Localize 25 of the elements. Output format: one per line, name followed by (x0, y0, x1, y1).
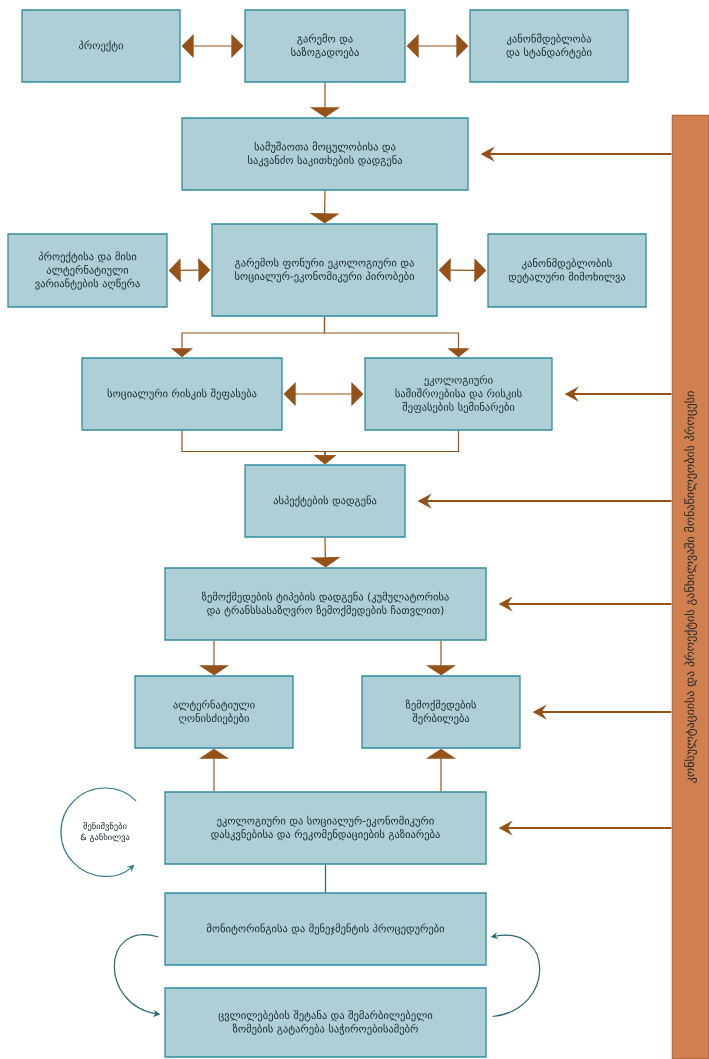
process-box: ზემოქმედების ტიპების დადგენა (კუმულატორისა და ტრანსსასაზღვრო ზემოქმედების ჩათვლით) (164, 567, 487, 641)
process-box: გარემოს ფონური ეკოლოგიური და სოციალურ-ეკონომიკური პირობები (211, 223, 438, 317)
arrow (323, 316, 470, 358)
process-box: კანონმდებლობის დეტალური მიმოხილვა (487, 233, 647, 308)
process-box: ასპექტების დადგენა (244, 464, 406, 538)
process-box: სამუშაოთა მოცულობისა და საკვანძო საკითხების დადგენა (181, 117, 469, 191)
process-bar: კონსულტაციისა და პროექტის განხილვაში მონაწილეობის პროცესი (671, 114, 709, 1059)
process-box: გარემო და საზოგადოება (244, 9, 406, 83)
process-box: სოციალური რისკის შეფასება (81, 357, 283, 431)
connector-line (324, 864, 327, 893)
process-box: ეკოლოგიური და სოციალურ-ეკონომიკური დასკვნებისა და რეკომენდაციების გაზიარება (164, 791, 487, 865)
process-box: პროექტისა და მისი ალტერნატიული ვარიანტების აღწერა (7, 233, 168, 308)
process-box: მონიტორინგისა და მენეჯმენტის პროცედურები (164, 892, 487, 966)
double-arrow (181, 33, 244, 59)
double-arrow (438, 258, 487, 283)
process-box: პროექტი (21, 9, 181, 83)
process-box: ზემოქმედების შერბილება (361, 675, 521, 749)
process-box: ეკოლოგიური საშიშროებისა და რისკის შეფასების სემინარები (364, 357, 553, 431)
process-box: ცვლილებების შეტანა და შემარბილებელი ზომების გატარება საჭიროებისამებრ (164, 987, 487, 1058)
double-arrow (406, 33, 469, 59)
process-box: კანონმდებლობა და სტანდარტები (469, 9, 629, 83)
double-arrow (168, 258, 211, 283)
double-arrow (283, 381, 364, 407)
note-text: შენიშვნები & განხილვა (80, 821, 130, 843)
process-box: ალტერნატიული ღონისძიებები (134, 675, 294, 749)
